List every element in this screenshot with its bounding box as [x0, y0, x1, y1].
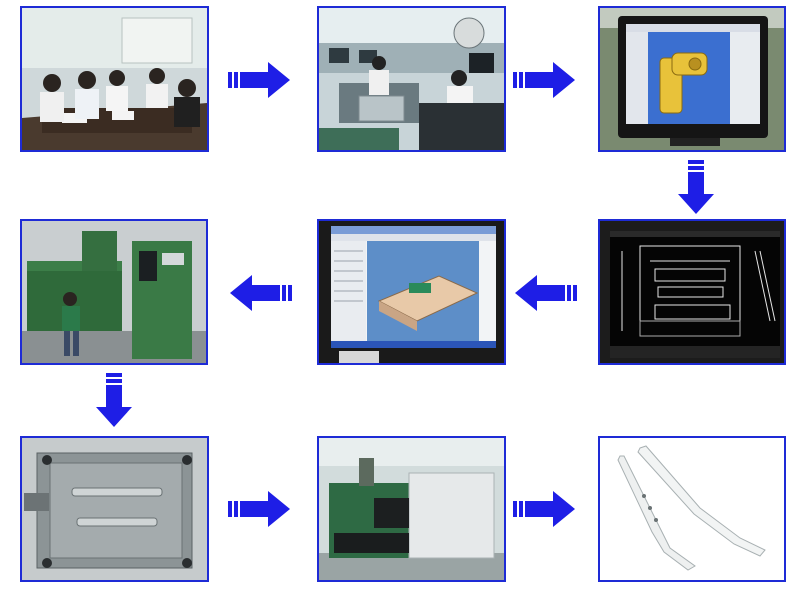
panel-meeting: [20, 6, 209, 152]
arrow-down-1: [676, 160, 716, 216]
panel-3d-cad: [598, 6, 786, 152]
panel-2d-drawing: [598, 219, 786, 365]
mold-photo: [22, 438, 207, 580]
plastic-parts-photo: [600, 438, 784, 580]
arrow-left-2: [228, 273, 292, 313]
arrow-right-1: [228, 60, 292, 100]
panel-mold-design: [317, 219, 506, 365]
meeting-photo: [22, 8, 207, 150]
panel-edm-machining: [20, 219, 208, 365]
arrow-right-2: [513, 60, 577, 100]
2d-drawing-monitor-photo: [600, 221, 784, 363]
arrow-right-3: [228, 489, 292, 529]
edm-machine-photo: [22, 221, 206, 363]
mold-design-monitor-photo: [319, 221, 504, 363]
design-office-photo: [319, 8, 504, 150]
panel-injection: [317, 436, 506, 582]
arrow-right-4: [513, 489, 577, 529]
arrow-left-1: [513, 273, 577, 313]
panel-parts: [598, 436, 786, 582]
injection-machine-photo: [319, 438, 504, 580]
panel-design-office: [317, 6, 506, 152]
arrow-down-2: [94, 373, 134, 429]
panel-mold: [20, 436, 209, 582]
3d-cad-monitor-photo: [600, 8, 784, 150]
